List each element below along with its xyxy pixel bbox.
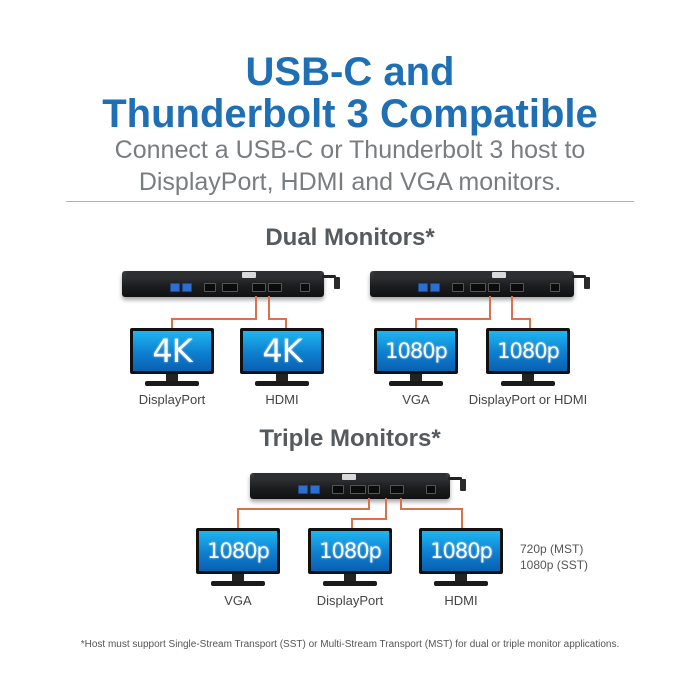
monitor-icon: 1080p <box>196 528 280 586</box>
port-label: HDMI <box>265 392 299 407</box>
mst-note: 720p (MST) <box>520 542 584 556</box>
triple-monitors-heading: Triple Monitors* <box>259 425 441 452</box>
monitor-icon: 4K <box>130 328 214 386</box>
port-label: DisplayPort <box>316 593 384 608</box>
monitor-icon: 1080p <box>308 528 392 586</box>
port-label: DisplayPort or HDMI <box>468 392 588 407</box>
footnote: *Host must support Single-Stream Transpo… <box>80 639 620 650</box>
page-title-line2: Thunderbolt 3 Compatible <box>102 92 598 136</box>
monitor-icon: 1080p <box>419 528 503 586</box>
port-label: HDMI <box>444 593 478 608</box>
port-label: VGA <box>224 593 252 608</box>
monitor-icon: 1080p <box>374 328 458 386</box>
divider <box>66 201 634 202</box>
monitor-resolution: 1080p <box>385 339 448 363</box>
monitor-resolution: 1080p <box>207 539 270 563</box>
monitor-resolution: 1080p <box>430 539 493 563</box>
subtitle-line2: DisplayPort, HDMI and VGA monitors. <box>138 168 562 196</box>
monitor-resolution: 1080p <box>497 339 560 363</box>
port-label: VGA <box>402 392 430 407</box>
page-title-line1: USB-C and <box>245 50 455 94</box>
monitor-resolution: 4K <box>152 332 192 370</box>
monitor-resolution: 4K <box>262 332 302 370</box>
monitor-icon: 4K <box>240 328 324 386</box>
docking-station-icon <box>370 271 590 297</box>
docking-station-icon <box>250 473 466 499</box>
subtitle-line1: Connect a USB-C or Thunderbolt 3 host to <box>114 136 586 164</box>
monitor-icon: 1080p <box>486 328 570 386</box>
monitor-resolution: 1080p <box>319 539 382 563</box>
sst-note: 1080p (SST) <box>520 558 589 572</box>
docking-station-icon <box>122 271 340 297</box>
dual-monitors-heading: Dual Monitors* <box>265 224 435 251</box>
port-label: DisplayPort <box>138 392 206 407</box>
